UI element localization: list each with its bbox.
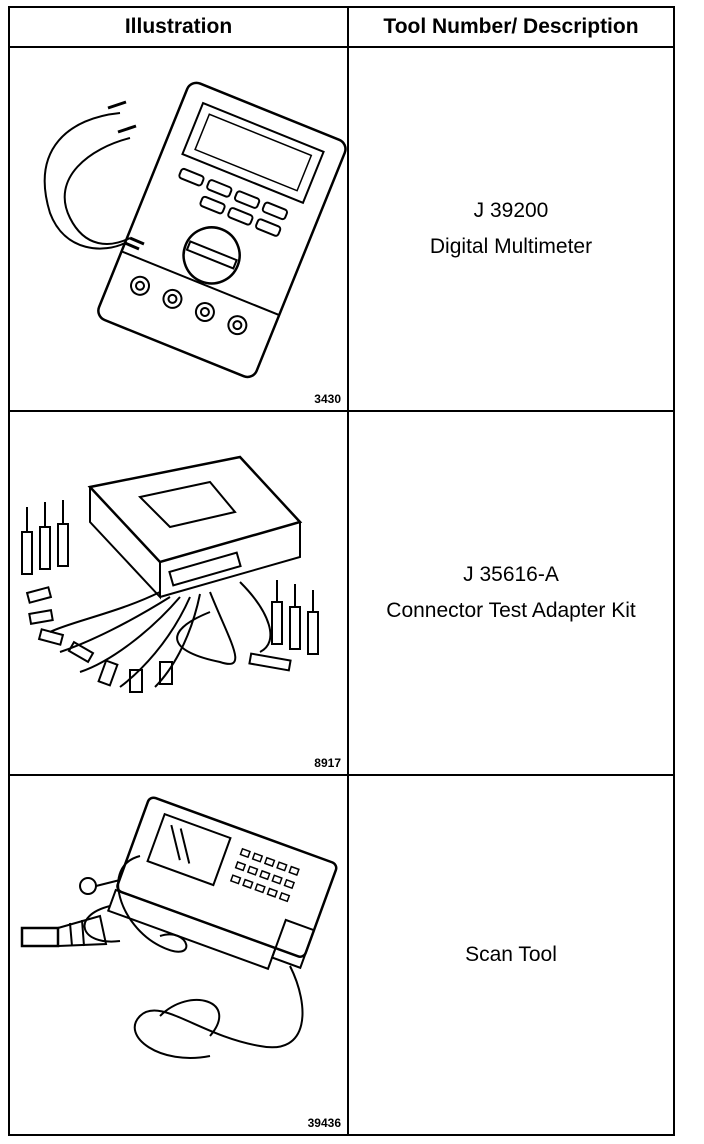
figure-number: 8917: [314, 756, 341, 770]
tool-number: J 39200: [473, 199, 549, 222]
scan-tool-illustration: 39436: [10, 776, 347, 1134]
multimeter-illustration: 3430: [10, 48, 347, 410]
tool-description: Scan Tool: [465, 943, 557, 966]
column-divider: [347, 8, 349, 1134]
header-illustration: Illustration: [124, 15, 233, 38]
tool-number: J 35616-A: [463, 563, 559, 586]
table-header: Illustration Tool Number/ Description: [10, 8, 673, 48]
figure-number: 39436: [307, 1116, 341, 1130]
tool-description: Connector Test Adapter Kit: [386, 599, 636, 622]
table-row: 8917 J 35616-A Connector Test Adapter Ki…: [10, 412, 673, 776]
table-row: 39436 Scan Tool: [10, 776, 673, 1134]
table-row: 3430 J 39200 Digital Multimeter: [10, 48, 673, 412]
figure-number: 3430: [314, 392, 341, 406]
tool-description: Digital Multimeter: [429, 235, 593, 258]
tool-description-cell: J 39200 Digital Multimeter: [349, 48, 673, 410]
adapter-kit-illustration: 8917: [10, 412, 347, 774]
header-description: Tool Number/ Description: [383, 15, 639, 38]
tool-description-cell: Scan Tool: [349, 776, 673, 1134]
tools-table: Illustration Tool Number/ Description: [8, 6, 675, 1136]
tool-description-cell: J 35616-A Connector Test Adapter Kit: [349, 412, 673, 774]
